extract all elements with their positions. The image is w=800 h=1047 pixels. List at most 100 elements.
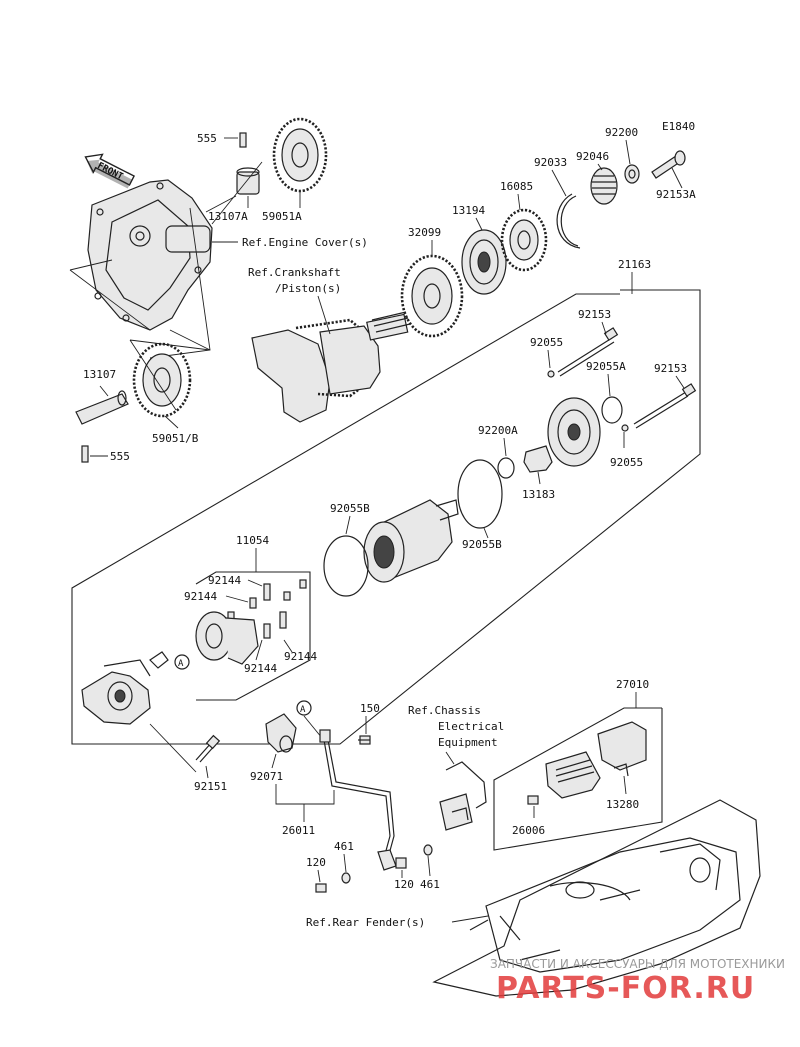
- brush-plate-drawing: [195, 611, 259, 665]
- ref-chassis-label-2: Electrical: [438, 720, 504, 733]
- leader-92144-d: [255, 639, 263, 661]
- diagram-code: E1840: [662, 120, 695, 133]
- bolt-120-a: [315, 883, 327, 893]
- label-92153-b: 92153: [654, 362, 687, 375]
- label-92055B-a: 92055B: [330, 502, 370, 515]
- label-13107A: 13107A: [208, 210, 248, 223]
- front-arrow-icon: FRONT: [84, 153, 136, 189]
- leader-92200A: [503, 437, 507, 457]
- clutch-13194: [461, 229, 507, 295]
- cable-26011: [319, 729, 397, 871]
- watermark-caption: ЗАПЧАСТИ И АКСЕССУАРЫ ДЛЯ МОТОТЕХНИКИ: [490, 957, 785, 971]
- leader-92033: [551, 169, 567, 197]
- ref-rear-fender-label: Ref.Rear Fender(s): [306, 916, 425, 929]
- leader-92144-b: [225, 595, 249, 603]
- bolt-92153-b: [633, 383, 697, 429]
- label-461-b: 461: [420, 878, 440, 891]
- washer-92200: [624, 164, 640, 184]
- bearing-92046: [590, 167, 618, 205]
- leader-92151-b: [205, 765, 209, 779]
- label-13280: 13280: [606, 798, 639, 811]
- front-cover-drawing: [81, 659, 151, 725]
- leader-crankshaft: [317, 295, 331, 335]
- leader-13280: [623, 775, 627, 795]
- label-120-a: 120: [306, 856, 326, 869]
- leader-92144-c: [283, 639, 293, 653]
- bolt-92153A: [651, 150, 686, 179]
- leader-callout-A: [303, 715, 323, 739]
- label-59051A: 59051A: [262, 210, 302, 223]
- ref-chassis-label-3: Equipment: [438, 736, 498, 749]
- bracket-26011: [275, 784, 335, 805]
- rear-fender-drawing: [432, 799, 761, 997]
- gear-32099: [400, 254, 464, 338]
- bolt-120-b: [395, 857, 407, 869]
- leader-92153-b: [675, 375, 685, 389]
- pin-555-top: [239, 132, 247, 148]
- label-461-a: 461: [334, 840, 354, 853]
- leader-59051B: [164, 415, 179, 429]
- frame-27010: [493, 707, 663, 851]
- gear-16085: [500, 208, 548, 272]
- leader-92151-a: [149, 723, 197, 773]
- plate-13183: [523, 445, 553, 473]
- watermark-brand: PARTS-FOR.RU: [496, 971, 755, 1006]
- leader-92144-a: [247, 579, 263, 587]
- label-92144-d: 92144: [244, 662, 277, 675]
- label-555-top: 555: [197, 132, 217, 145]
- leader-120-a: [317, 869, 321, 883]
- bolt-92153-a: [557, 327, 619, 377]
- label-150: 150: [360, 702, 380, 715]
- shaft-13107A: [236, 167, 260, 195]
- frame-11054: [195, 571, 311, 701]
- label-92144-c: 92144: [284, 650, 317, 663]
- washer-461-b: [423, 844, 433, 856]
- leader-92153-a: [601, 321, 607, 335]
- label-32099: 32099: [408, 226, 441, 239]
- guide-lines-bottom: [129, 339, 211, 411]
- label-26011: 26011: [282, 824, 315, 837]
- leader-92055B-b: [483, 527, 489, 539]
- guide-lines-top: [205, 161, 263, 225]
- label-92046: 92046: [576, 150, 609, 163]
- oring-92055B-b: [457, 459, 503, 529]
- label-92151: 92151: [194, 780, 227, 793]
- label-92055-a: 92055: [530, 336, 563, 349]
- circlip-92033: [556, 193, 581, 249]
- label-120-b: 120: [394, 878, 414, 891]
- oring-92055-a: [547, 370, 555, 378]
- springs-92144: [227, 579, 307, 639]
- leader-rear-fender: [451, 915, 489, 923]
- label-555-bottom: 555: [110, 450, 130, 463]
- crankshaft-drawing: [251, 311, 411, 423]
- label-11054: 11054: [236, 534, 269, 547]
- relay-cover-13280: [597, 721, 647, 777]
- callout-A-2: A: [300, 705, 306, 715]
- label-92200: 92200: [605, 126, 638, 139]
- relay-bracket-drawing: [439, 761, 487, 831]
- leader-461-b: [427, 855, 431, 877]
- label-92153-a: 92153: [578, 308, 611, 321]
- ref-chassis-label-1: Ref.Chassis: [408, 704, 481, 717]
- label-26006: 26006: [512, 824, 545, 837]
- fuse-26006: [527, 795, 539, 805]
- frame-21163: [71, 289, 701, 745]
- gear-59051B: [132, 342, 192, 418]
- label-13194: 13194: [452, 204, 485, 217]
- ref-crankshaft-label: Ref.Crankshaft: [248, 266, 341, 279]
- label-92055B-b: 92055B: [462, 538, 502, 551]
- engine-cover-drawing: [87, 179, 213, 331]
- ref-piston-label: /Piston(s): [275, 282, 341, 295]
- label-21163: 21163: [618, 258, 651, 271]
- bolt-92151: [195, 734, 221, 763]
- oring-92055B-a: [323, 535, 369, 597]
- leader-92200: [625, 139, 631, 165]
- label-92055-b: 92055: [610, 456, 643, 469]
- pin-555-bottom: [81, 445, 89, 463]
- label-13183: 13183: [522, 488, 555, 501]
- leader-13194: [475, 217, 483, 231]
- relay-27010: [545, 751, 601, 799]
- ref-engine-cover-label: Ref.Engine Cover(s): [242, 236, 368, 249]
- leader-92071: [271, 753, 277, 769]
